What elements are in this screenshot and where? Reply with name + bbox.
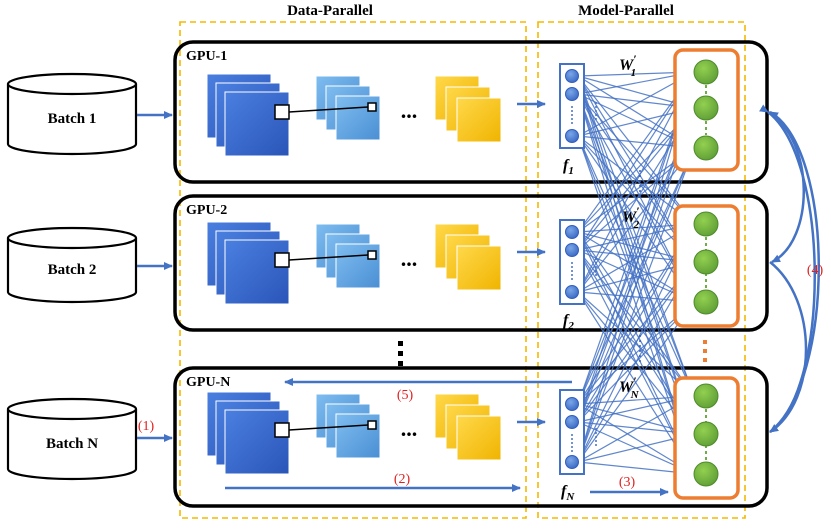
gpu-2-classifier-box	[673, 204, 740, 328]
conv-map-large	[224, 409, 290, 475]
feature-node	[565, 285, 579, 299]
conv-map-large	[224, 239, 290, 305]
gpu-2-box: GPU-2	[173, 194, 769, 332]
receptive-field-large	[274, 104, 290, 120]
receptive-field-large	[274, 252, 290, 268]
gpu-2-cnn: ...	[206, 221, 546, 305]
weight-n-prime: ′	[633, 374, 636, 388]
step-1-label: (1)	[138, 419, 155, 434]
batch-1-cylinder: Batch 1	[6, 72, 138, 156]
gpu-n-classifier-box	[673, 376, 740, 500]
weight-2-sub: 2	[633, 219, 640, 231]
fc-connection	[577, 93, 695, 225]
feature-label-n: fN	[561, 483, 575, 503]
model-parallel-region	[537, 21, 746, 519]
batch-n-label: Batch N	[46, 436, 98, 452]
weight-label-2: W′2	[622, 204, 640, 231]
batch-2-cylinder: Batch 2	[6, 226, 138, 304]
feature-node	[565, 415, 579, 429]
weight-1-prime: ′	[633, 52, 636, 66]
feature-node	[565, 225, 579, 239]
feature-label-2: f2	[563, 312, 574, 332]
feature-node	[565, 397, 579, 411]
vertical-ellipsis	[398, 341, 403, 366]
gpu-2-label: GPU-2	[186, 203, 227, 218]
feature-node	[565, 243, 579, 257]
receptive-field-line	[288, 424, 369, 431]
fc-connection	[577, 147, 695, 405]
weight-n-sub: N	[630, 389, 640, 401]
gpu-1-cnn: ...	[206, 73, 546, 157]
layer-ellipsis: ...	[401, 416, 418, 441]
feature-label-1: f1	[563, 157, 574, 177]
feature-node	[565, 69, 579, 83]
conv-map-yellow	[456, 245, 502, 291]
neuron-node	[693, 211, 719, 237]
feature-node	[565, 87, 579, 101]
weight-1-sub: 1	[631, 67, 637, 79]
weight-n-base: W	[619, 379, 635, 396]
receptive-field-line	[288, 254, 369, 261]
conv-map-large	[224, 91, 290, 157]
feature-node	[565, 455, 579, 469]
neuron-node	[693, 289, 719, 315]
gpu-n-label: GPU-N	[186, 375, 230, 390]
gpu-2-feature-box	[559, 219, 597, 305]
batch-1-label: Batch 1	[48, 111, 97, 127]
fc-connection	[577, 93, 695, 397]
feature-n-base: f	[561, 483, 568, 500]
neuron-node	[693, 59, 719, 85]
gpu-1-label: GPU-1	[186, 49, 227, 64]
neuron-node	[693, 461, 719, 487]
model-parallel-header: Model-Parallel	[578, 3, 674, 19]
feature-2-base: f	[563, 312, 570, 329]
conv-map-yellow	[456, 415, 502, 461]
data-parallel-region	[179, 21, 527, 519]
weight-2-base: W	[622, 209, 638, 226]
batch-n-cylinder: Batch N	[6, 397, 138, 481]
svg-text:W′2: W′2	[622, 204, 640, 231]
fc-connection	[577, 147, 695, 463]
orange-vertical-dots	[703, 340, 707, 362]
data-parallel-header: Data-Parallel	[287, 3, 373, 19]
neuron-node	[693, 135, 719, 161]
step-4-arrows	[759, 104, 820, 434]
neuron-node	[693, 249, 719, 275]
feature-1-base: f	[563, 157, 570, 174]
step-3-label: (3)	[619, 475, 636, 490]
step-2-label: (2)	[394, 472, 411, 487]
fc-connection	[577, 147, 695, 293]
svg-text:W′N: W′N	[619, 374, 640, 401]
receptive-field-small	[367, 420, 377, 430]
neuron-node	[693, 383, 719, 409]
gpu-n-box: GPU-N	[173, 366, 769, 508]
feature-n-sub: N	[565, 491, 575, 503]
gpu-n-cnn: ...	[206, 391, 546, 475]
receptive-field-line	[288, 106, 369, 113]
gpu-1-classifier-box	[673, 48, 740, 172]
receptive-field-large	[274, 422, 290, 438]
weight-label-n: W′N	[619, 374, 640, 401]
step-4-label: (4)	[807, 263, 824, 278]
receptive-field-small	[367, 250, 377, 260]
weight-2-prime: ′	[636, 204, 639, 218]
step-5-label: (5)	[397, 388, 414, 403]
layer-ellipsis: ...	[401, 246, 418, 271]
gpu-n-feature-box	[559, 389, 597, 475]
svg-text:W′1: W′1	[619, 52, 637, 79]
neuron-node	[693, 421, 719, 447]
feature-2-sub: 2	[567, 320, 574, 332]
batch-2-label: Batch 2	[48, 262, 97, 278]
neuron-node	[693, 95, 719, 121]
fc-connection	[577, 301, 695, 463]
feature-node	[565, 129, 579, 143]
weight-1-base: W	[619, 57, 635, 74]
layer-ellipsis: ...	[401, 98, 418, 123]
gpu-1-feature-box	[559, 63, 597, 149]
conv-map-yellow	[456, 97, 502, 143]
receptive-field-small	[367, 102, 377, 112]
weight-label-1: W′1	[619, 52, 637, 79]
feature-1-sub: 1	[568, 165, 574, 177]
